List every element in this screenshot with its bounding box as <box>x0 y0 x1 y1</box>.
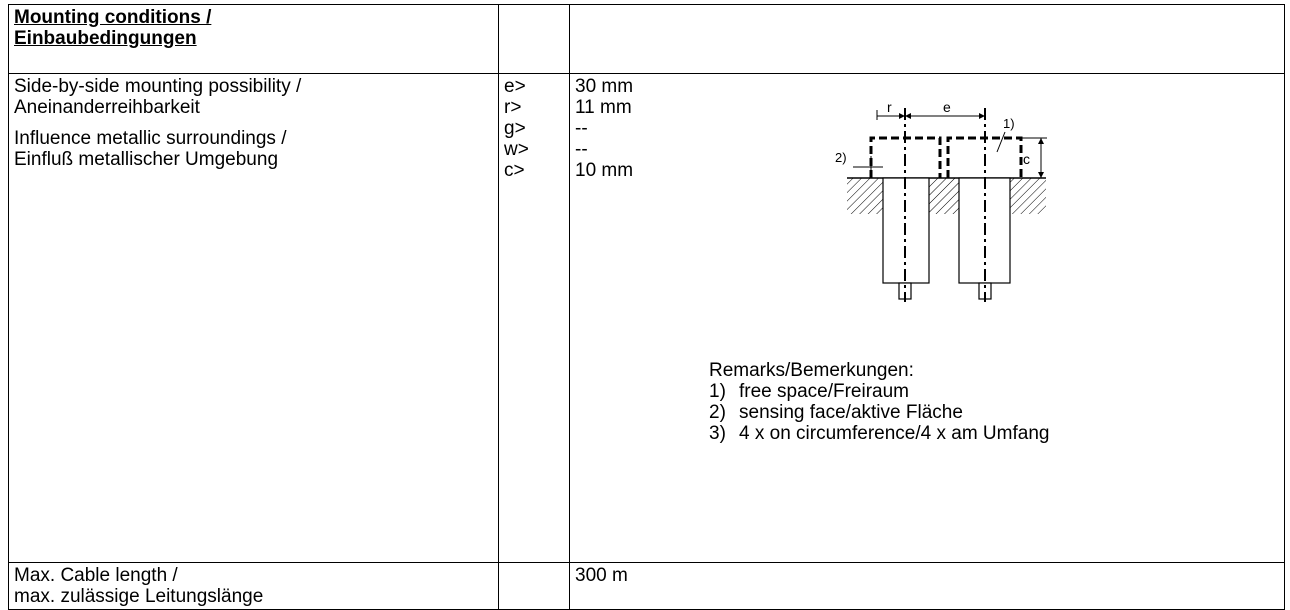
mounting-diagram: r e 1) c 2) <box>835 99 1047 302</box>
cable-label-cell: Max. Cable length / max. zulässige Leitu… <box>8 562 499 610</box>
remark-number: 3) <box>709 423 726 444</box>
header-row: Mounting conditions / Einbaubedingungen <box>8 4 1285 74</box>
mounting-label-line: Side-by-side mounting possibility / <box>14 76 302 97</box>
remark-text: 4 x on circumference/4 x am Umfang <box>739 423 1050 444</box>
param-value: 10 mm <box>575 160 634 181</box>
remark-number: 1) <box>709 381 726 402</box>
note-2-label: 2) <box>835 150 847 165</box>
mounting-value-cell: 30 mm 11 mm -- -- 10 mm <box>569 73 1285 563</box>
remarks-block: Remarks/Bemerkungen: 1) free space/Freir… <box>709 360 1049 444</box>
param-value: 30 mm <box>575 76 634 97</box>
mounting-label-line: Aneinanderreihbarkeit <box>14 97 200 118</box>
metal-surface-middle <box>929 178 959 214</box>
dimension-e-label: e <box>943 99 951 115</box>
spec-table: Mounting conditions / Einbaubedingungen … <box>8 4 1285 610</box>
metal-surface-left <box>847 178 883 214</box>
header-value-cell <box>569 4 1285 74</box>
remark-item: 3) 4 x on circumference/4 x am Umfang <box>709 423 1049 444</box>
header-title-line1: Mounting conditions / <box>14 7 212 28</box>
param-symbol: e> <box>504 76 526 97</box>
metal-surface-right <box>1010 178 1046 214</box>
remark-text: sensing face/aktive Fläche <box>739 402 963 423</box>
cable-label-line2: max. zulässige Leitungslänge <box>14 586 264 607</box>
cable-symbol-cell <box>498 562 570 610</box>
note-1-label: 1) <box>1003 116 1015 131</box>
header-title-line2: Einbaubedingungen <box>14 28 197 49</box>
remark-number: 2) <box>709 402 726 423</box>
param-value: -- <box>575 118 588 139</box>
mounting-symbol-cell: e> r> g> w> c> <box>498 73 570 563</box>
param-value: 11 mm <box>575 97 632 118</box>
header-symbol-cell <box>498 4 570 74</box>
param-symbol: c> <box>504 160 525 181</box>
remarks-title: Remarks/Bemerkungen: <box>709 360 914 381</box>
cable-length-value: 300 m <box>575 565 628 586</box>
header-title-cell: Mounting conditions / Einbaubedingungen <box>8 4 499 74</box>
dimension-r-label: r <box>887 99 892 115</box>
param-symbol: g> <box>504 118 526 139</box>
param-symbol: r> <box>504 97 522 118</box>
mounting-row: Side-by-side mounting possibility / Anei… <box>8 73 1285 563</box>
remark-item: 2) sensing face/aktive Fläche <box>709 402 1049 423</box>
remark-item: 1) free space/Freiraum <box>709 381 1049 402</box>
dimension-c-label: c <box>1023 151 1030 167</box>
param-symbol: w> <box>504 139 529 160</box>
mounting-label-line: Einfluß metallischer Umgebung <box>14 149 279 170</box>
mounting-label-line: Influence metallic surroundings / <box>14 128 287 149</box>
mounting-label-cell: Side-by-side mounting possibility / Anei… <box>8 73 499 563</box>
param-value: -- <box>575 139 588 160</box>
cable-row: Max. Cable length / max. zulässige Leitu… <box>8 562 1285 610</box>
cable-label-line1: Max. Cable length / <box>14 565 178 586</box>
cable-value-cell: 300 m <box>569 562 1285 610</box>
remark-text: free space/Freiraum <box>739 381 910 402</box>
